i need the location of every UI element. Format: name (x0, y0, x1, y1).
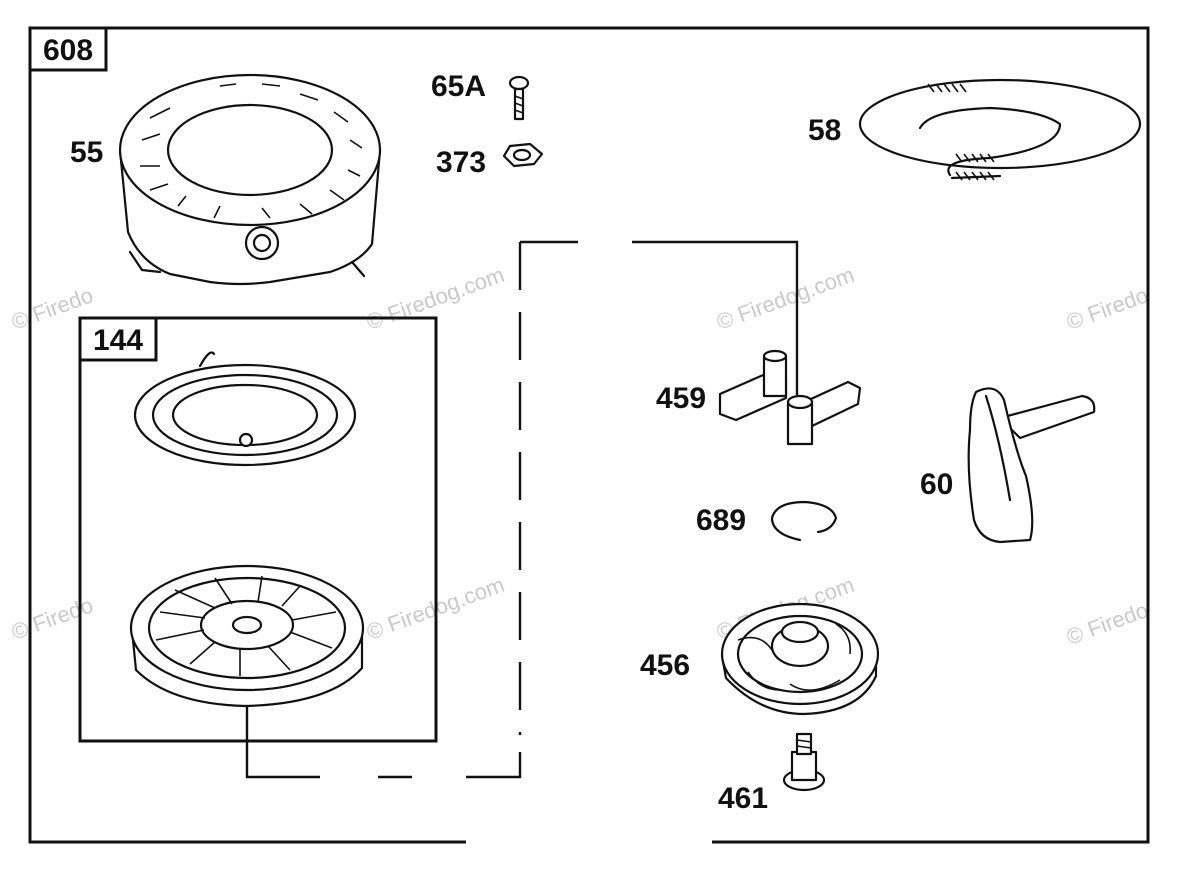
assembly-number-box (28, 26, 108, 72)
ratchet-illustration (720, 602, 880, 716)
callout-461: 461 (718, 782, 768, 815)
pawl-illustration (718, 349, 862, 446)
callout-65a: 65A (431, 70, 486, 103)
starter-rope-illustration (858, 78, 1142, 181)
pulley-illustration (129, 564, 365, 708)
callout-60: 60 (920, 468, 953, 501)
watermark-text: © Firedo (1063, 282, 1151, 334)
watermark-text: © Firedo (8, 592, 96, 644)
starter-handle-illustration (967, 387, 1096, 544)
assembly-frame: 608 (28, 26, 1150, 844)
callout-58: 58 (808, 114, 841, 147)
subassembly-number: 144 (93, 324, 143, 357)
subassembly-frame: 144 (78, 316, 438, 743)
callout-373: 373 (436, 146, 486, 179)
callout-689: 689 (696, 504, 746, 537)
watermark-text: © Firedog.com (713, 262, 857, 335)
leader-line (245, 240, 799, 779)
retainer-ring-illustration (770, 500, 838, 542)
watermark-text: © Firedo (1063, 597, 1151, 649)
rewind-spring-illustration (133, 351, 357, 467)
callout-55: 55 (70, 136, 103, 169)
ratchet-screw-illustration (782, 732, 826, 792)
subassembly-number-box (78, 316, 158, 362)
callout-456: 456 (640, 649, 690, 682)
assembly-number: 608 (43, 34, 93, 67)
callout-459: 459 (656, 382, 706, 415)
nut-illustration (502, 142, 544, 168)
screw-illustration (508, 75, 530, 121)
blower-housing-illustration (118, 73, 382, 286)
callouts: 55 65A 373 58 459 60 689 456 461 (70, 70, 953, 815)
